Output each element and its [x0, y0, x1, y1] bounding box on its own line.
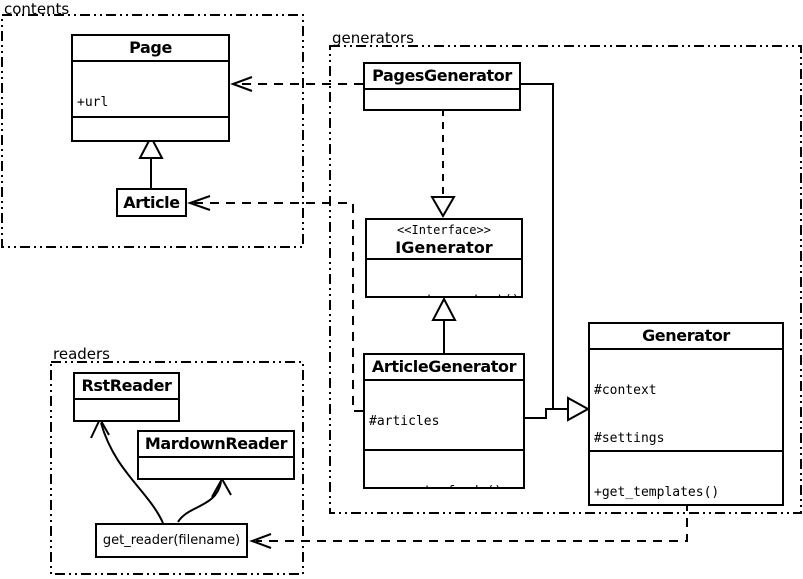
class-pagesgenerator-title: PagesGenerator [372, 66, 512, 85]
class-igenerator: <<Interface>> IGenerator +generate_conte… [365, 218, 523, 298]
package-label-contents: contents [4, 0, 70, 18]
method: +generate_context() [371, 293, 520, 296]
class-page-attributes: +url +slug +summary [73, 60, 228, 116]
class-articlegenerator-attributes: #articles #dates #tags #categories [365, 379, 523, 449]
class-articlegenerator-title: ArticleGenerator [371, 357, 517, 376]
class-page: Page +url +slug +summary +check_properti… [71, 34, 230, 142]
class-mardownreader: MardownReader +read() [137, 430, 295, 480]
class-articlegenerator-methods: +generate_feeds() +generate_pages() [365, 449, 523, 487]
attribute: #context [594, 383, 657, 398]
class-igenerator-methods: +generate_context() +generate_output() [367, 258, 521, 296]
class-mardownreader-title: MardownReader [144, 434, 288, 453]
edge-pagesgenerator-to-generator [521, 83, 568, 410]
method: +get_templates() [594, 485, 720, 500]
class-pagesgenerator: PagesGenerator #pages [363, 62, 521, 111]
readers-package-border [50, 361, 304, 575]
hollow-triangle-arrowhead-icon [431, 296, 457, 321]
class-igenerator-header: <<Interface>> IGenerator [367, 220, 521, 258]
edge-getreader-to-mardownreader [177, 481, 222, 523]
class-generator-title: Generator [642, 326, 730, 345]
node-get-reader: get_reader(filename) [95, 523, 248, 558]
method: +generate_feeds() [369, 484, 519, 487]
interface-stereotype: <<Interface>> [397, 223, 491, 237]
class-article-title: Article [123, 193, 180, 212]
package-label-readers: readers [53, 345, 110, 363]
generators-package-border [329, 45, 802, 514]
open-arrowhead-icon [186, 195, 211, 211]
edge-articlegenerator-to-article [193, 202, 363, 412]
hollow-triangle-arrowhead-icon [567, 396, 591, 422]
package-label-generators: generators [332, 29, 414, 47]
attribute: +url [77, 95, 109, 110]
class-article: Article [116, 188, 187, 217]
class-mardownreader-methods: +read() [139, 456, 293, 478]
attribute: #settings [594, 431, 665, 446]
class-rstreader-title: RstReader [81, 376, 172, 395]
class-rstreader: RstReader +read() [73, 372, 180, 422]
class-generator: Generator #context #settings #path #them… [588, 322, 784, 506]
class-page-methods: +check_properties() [73, 116, 228, 140]
class-igenerator-title: IGenerator [395, 238, 493, 257]
hollow-triangle-arrowhead-icon [138, 134, 164, 159]
edge-generator-to-getreader [256, 502, 688, 542]
edge-getreader-to-rstreader [100, 422, 164, 524]
class-rstreader-methods: +read() [75, 398, 178, 420]
edge-articlegenerator-to-generator [525, 408, 568, 419]
class-page-title: Page [129, 38, 172, 57]
contents-package-border [1, 14, 304, 248]
class-articlegenerator: ArticleGenerator #articles #dates #tags … [363, 353, 525, 489]
hollow-triangle-arrowhead-icon [430, 196, 456, 218]
open-arrowhead-icon [249, 533, 272, 549]
class-generator-attributes: #context #settings #path #theme #output_… [590, 348, 782, 450]
class-generator-methods: +get_templates() +get_files(path,exclude… [590, 450, 782, 504]
attribute: #articles [369, 414, 440, 429]
open-arrowhead-icon [230, 76, 253, 92]
class-pagesgenerator-attributes: #pages [365, 88, 519, 109]
node-get-reader-label: get_reader(filename) [102, 533, 241, 548]
